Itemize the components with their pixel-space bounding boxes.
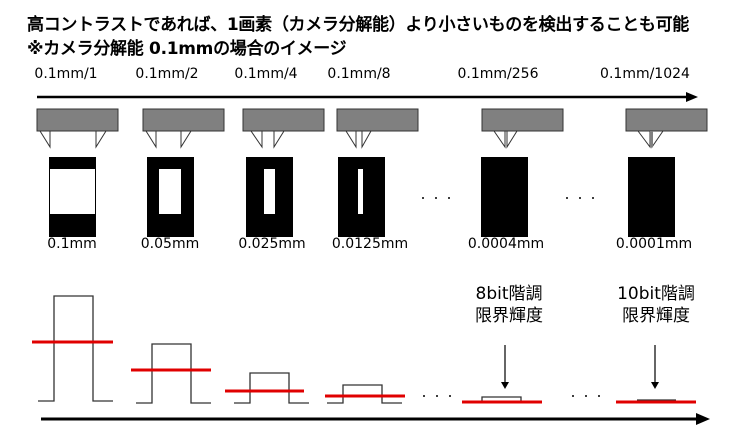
top-label-4: 0.1mm/8	[327, 66, 391, 82]
top-label-5: 0.1mm/256	[457, 66, 539, 82]
bit-label-8bit-line1: 8bit階調	[475, 284, 543, 304]
waveform-2	[136, 343, 211, 404]
bit-label-8bit: 8bit階調 限界輝度	[475, 283, 543, 327]
ellipsis-mid-1	[422, 197, 450, 199]
title-line-1: 高コントラストであれば、1画素（カメラ分解能）より小さいものを検出することも可能	[27, 15, 689, 35]
down-arrow-10bit	[651, 345, 659, 389]
bottom-scale-arrow	[41, 413, 710, 425]
size-label-3: 0.025mm	[238, 236, 306, 252]
bit-label-10bit-line1: 10bit階調	[617, 284, 695, 304]
top-label-2: 0.1mm/2	[135, 66, 199, 82]
sensor-block-5	[481, 108, 564, 149]
ellipsis-bottom-1	[423, 395, 451, 397]
pattern-6	[628, 157, 675, 237]
size-label-4: 0.0125mm	[331, 236, 409, 252]
title-line-2: ※カメラ分解能 0.1mmの場合のイメージ	[27, 39, 347, 59]
pattern-5	[481, 157, 528, 237]
waveform-3	[234, 372, 309, 404]
waveform-4	[327, 384, 402, 404]
pattern-1	[49, 157, 96, 237]
ellipsis-bottom-2	[572, 395, 600, 397]
sensor-block-4	[336, 108, 419, 149]
pattern-3	[246, 157, 293, 237]
sensor-block-6	[625, 108, 708, 149]
size-label-2: 0.05mm	[140, 236, 200, 252]
ellipsis-mid-2	[566, 197, 594, 199]
pattern-2	[147, 157, 194, 237]
size-label-5: 0.0004mm	[467, 236, 545, 252]
bit-label-10bit-line2: 限界輝度	[622, 306, 690, 326]
waveform-5	[481, 396, 522, 402]
top-label-1: 0.1mm/1	[34, 66, 98, 82]
size-label-1: 0.1mm	[47, 236, 97, 252]
top-scale-arrow	[37, 92, 698, 102]
top-label-3: 0.1mm/4	[234, 66, 298, 82]
pattern-4	[338, 157, 385, 237]
size-label-6: 0.0001mm	[615, 236, 693, 252]
sensor-block-1	[36, 108, 119, 149]
bit-label-8bit-line2: 限界輝度	[475, 306, 543, 326]
sensor-block-3	[242, 108, 325, 149]
waveform-1	[38, 295, 113, 402]
top-label-6: 0.1mm/1024	[600, 66, 690, 82]
sensor-block-2	[142, 108, 225, 149]
down-arrow-8bit	[501, 345, 509, 389]
bit-label-10bit: 10bit階調 限界輝度	[617, 283, 695, 327]
